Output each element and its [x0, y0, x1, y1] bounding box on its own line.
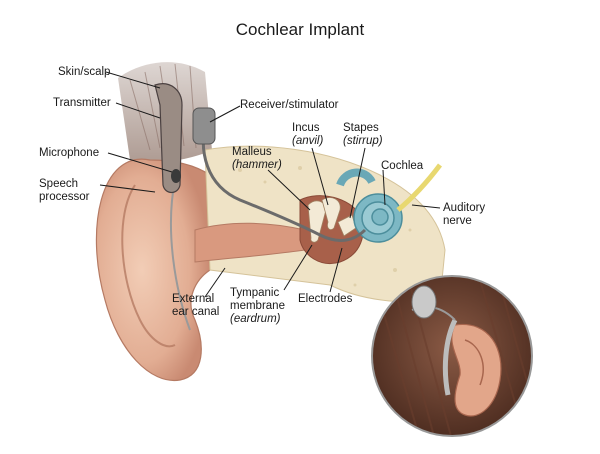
diagram-title: Cochlear Implant [0, 20, 600, 40]
inset-view [372, 276, 535, 440]
label-stapes: Stapes (stirrup) [343, 122, 383, 148]
label-speech-processor: Speech processor [39, 178, 90, 204]
label-external-ear-canal: External ear canal [172, 293, 219, 319]
label-receiver-stimulator: Receiver/stimulator [240, 99, 338, 112]
label-transmitter: Transmitter [53, 97, 111, 110]
label-microphone: Microphone [39, 147, 99, 160]
label-malleus: Malleus (hammer) [232, 146, 282, 172]
label-auditory-nerve: Auditory nerve [443, 202, 485, 228]
label-incus: Incus (anvil) [292, 122, 323, 148]
label-tympanic-membrane: Tympanic membrane (eardrum) [230, 287, 285, 326]
label-cochlea: Cochlea [381, 160, 423, 173]
microphone-tip [171, 169, 181, 183]
label-electrodes: Electrodes [298, 293, 352, 306]
receiver-device [193, 108, 215, 144]
outer-ear [96, 159, 210, 380]
label-skin-scalp: Skin/scalp [58, 66, 110, 79]
inset-transmitter [412, 286, 436, 318]
